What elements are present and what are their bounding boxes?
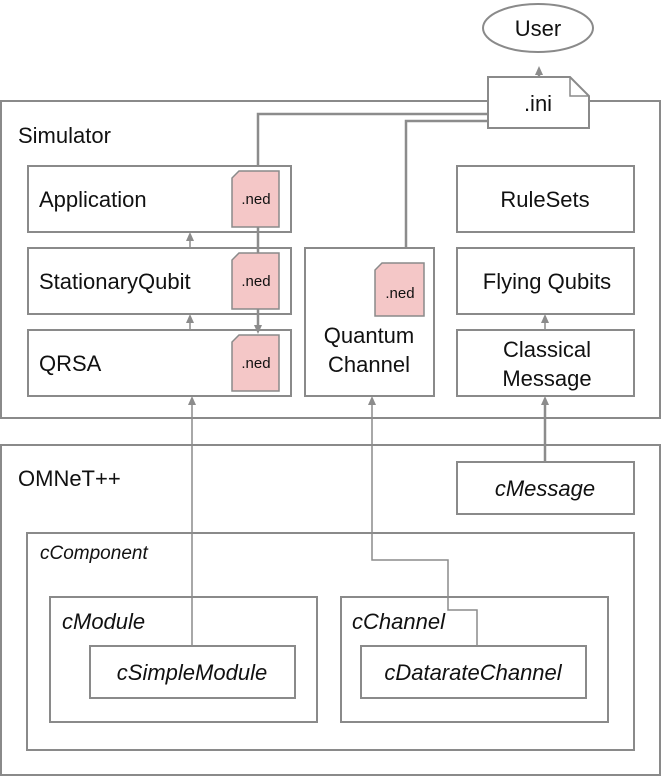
qrsa-ned-label: .ned <box>241 355 270 372</box>
stationary-qubit-ned-file <box>231 252 280 310</box>
rulesets-box <box>456 165 635 233</box>
cdataratechannel-to-quantum-channel-arrow <box>372 400 478 646</box>
quantum-channel-label-line1: Quantum <box>324 323 415 348</box>
cdataratechannel-label: cDatarateChannel <box>384 660 562 685</box>
quantum-channel-ned-file <box>374 262 425 317</box>
ini-to-quantum-channel-arrow <box>402 119 488 262</box>
application-label: Application <box>39 187 147 212</box>
flying-qubits-label: Flying Qubits <box>483 269 611 294</box>
qrsa-ned-file <box>231 334 280 392</box>
ini-file-fold <box>569 77 589 97</box>
user-label: User <box>515 16 561 41</box>
stationary-qubit-ned-label: .ned <box>241 273 270 290</box>
qrsa-label: QRSA <box>39 351 102 376</box>
simulator-title: Simulator <box>18 123 111 148</box>
quantum-channel-label-line2: Channel <box>328 352 410 377</box>
classical-message-label-line2: Message <box>502 366 591 391</box>
cchannel-label: cChannel <box>352 609 446 634</box>
application-ned-file <box>231 170 280 228</box>
omnet-title: OMNeT++ <box>18 466 121 491</box>
rulesets-label: RuleSets <box>500 187 589 212</box>
classical-message-label-line1: Classical <box>503 337 591 362</box>
stationary-qubit-label: StationaryQubit <box>39 269 191 294</box>
ccomponent-label: cComponent <box>40 543 148 564</box>
ini-file <box>487 76 590 129</box>
csimplemodule-label: cSimpleModule <box>117 660 267 685</box>
application-ned-label: .ned <box>241 191 270 208</box>
ini-to-application-line <box>256 112 488 166</box>
cmessage-label: cMessage <box>495 476 595 501</box>
user-node <box>482 3 594 53</box>
cmodule-label: cModule <box>62 609 145 634</box>
flying-qubits-box <box>456 247 635 315</box>
classical-message-box <box>456 329 635 397</box>
ini-label: .ini <box>524 91 552 116</box>
csimplemodule-box <box>89 645 296 699</box>
quantum-channel-ned-label: .ned <box>385 285 414 302</box>
cdataratechannel-box <box>360 645 587 699</box>
